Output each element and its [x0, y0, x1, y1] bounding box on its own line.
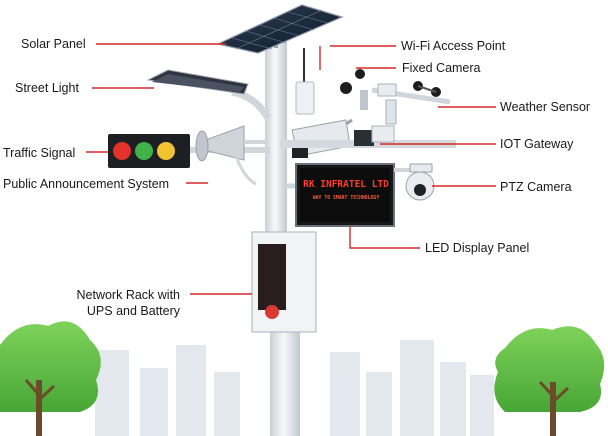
network-rack-cabinet — [251, 231, 317, 333]
tree-left — [0, 321, 101, 436]
label-solar-panel: Solar Panel — [21, 37, 86, 51]
label-iot-gateway: IOT Gateway — [500, 137, 574, 151]
led-display-line1: RK INFRATEL LTD — [303, 179, 389, 190]
wifi-access-point — [295, 48, 315, 115]
weather-sensor — [340, 69, 451, 125]
label-fixed-camera: Fixed Camera — [402, 61, 481, 75]
leader-lines — [86, 43, 496, 295]
label-weather-sensor: Weather Sensor — [500, 100, 591, 114]
label-traffic-signal: Traffic Signal — [3, 146, 76, 160]
label-network-rack-line1: Network Rack with — [76, 288, 181, 302]
traffic-signal — [108, 134, 270, 168]
city-skyline — [95, 340, 494, 436]
iot-gateway — [280, 125, 456, 148]
label-public-announcement: Public Announcement System — [3, 177, 170, 191]
label-led-display-panel: LED Display Panel — [425, 241, 530, 255]
tree-right — [494, 326, 605, 436]
solar-panel — [216, 4, 344, 54]
fixed-camera — [291, 118, 353, 158]
ptz-camera — [394, 163, 435, 201]
label-wifi-access-point: Wi-Fi Access Point — [401, 39, 506, 53]
public-announcement-speaker — [195, 125, 266, 186]
label-street-light: Street Light — [15, 81, 79, 95]
label-network-rack-line2: UPS and Battery — [86, 304, 180, 318]
label-ptz-camera: PTZ Camera — [500, 180, 572, 194]
led-display-panel — [286, 163, 395, 227]
led-display-line2: WAY TO SMART TECHNOLOGY — [312, 196, 380, 201]
street-light — [146, 69, 272, 120]
